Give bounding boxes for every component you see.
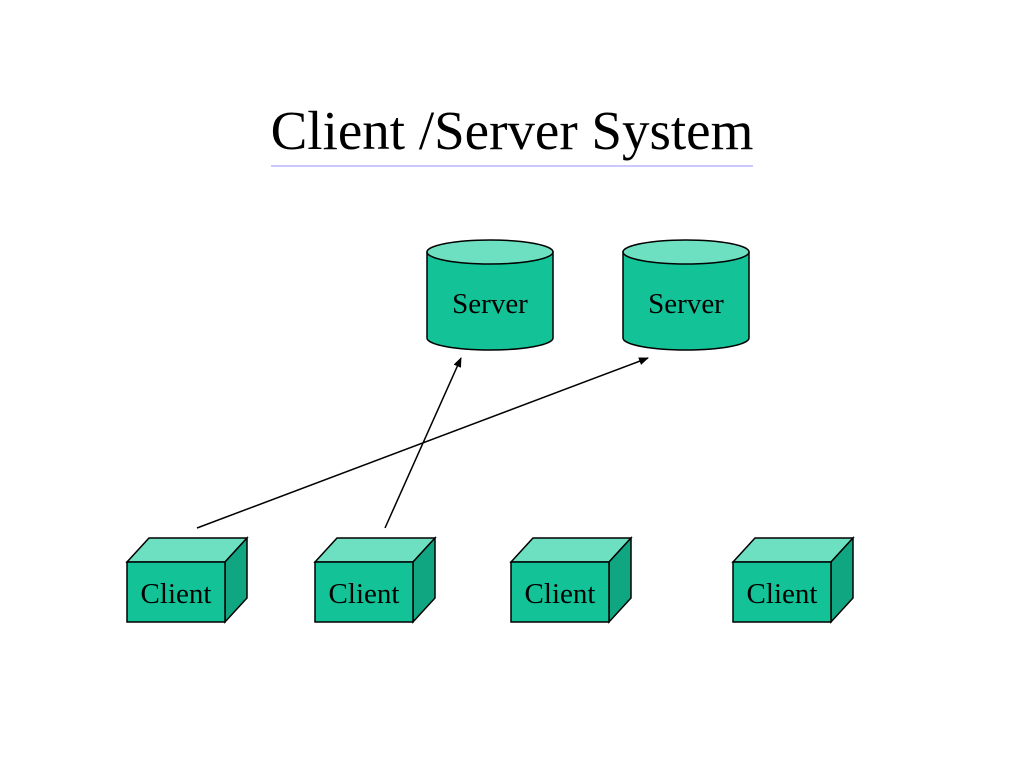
server-cylinder-body — [426, 251, 554, 351]
slide-title-text: Client /Server System — [270, 98, 754, 167]
client-cube-front — [314, 561, 414, 623]
client-node-2: Client — [313, 536, 437, 624]
client-cube-front — [510, 561, 610, 623]
server-cylinder-body — [622, 251, 750, 351]
server-cylinder-top — [426, 239, 554, 265]
client-label-1: Client — [141, 578, 212, 610]
client-label-4: Client — [747, 578, 818, 610]
client-cube-front — [126, 561, 226, 623]
server-label-1: Server — [452, 288, 528, 320]
server-cylinder-top — [622, 239, 750, 265]
client-node-3: Client — [509, 536, 633, 624]
client-node-1: Client — [125, 536, 249, 624]
client-label-2: Client — [329, 578, 400, 610]
server-node-1: Server — [426, 239, 554, 351]
server-label-2: Server — [648, 288, 724, 320]
client-label-3: Client — [525, 578, 596, 610]
server-node-2: Server — [622, 239, 750, 351]
connection-arrow-client2-server1 — [384, 357, 462, 529]
slide-title: Client /Server System — [0, 98, 1024, 167]
client-node-4: Client — [731, 536, 855, 624]
client-cube-front — [732, 561, 832, 623]
